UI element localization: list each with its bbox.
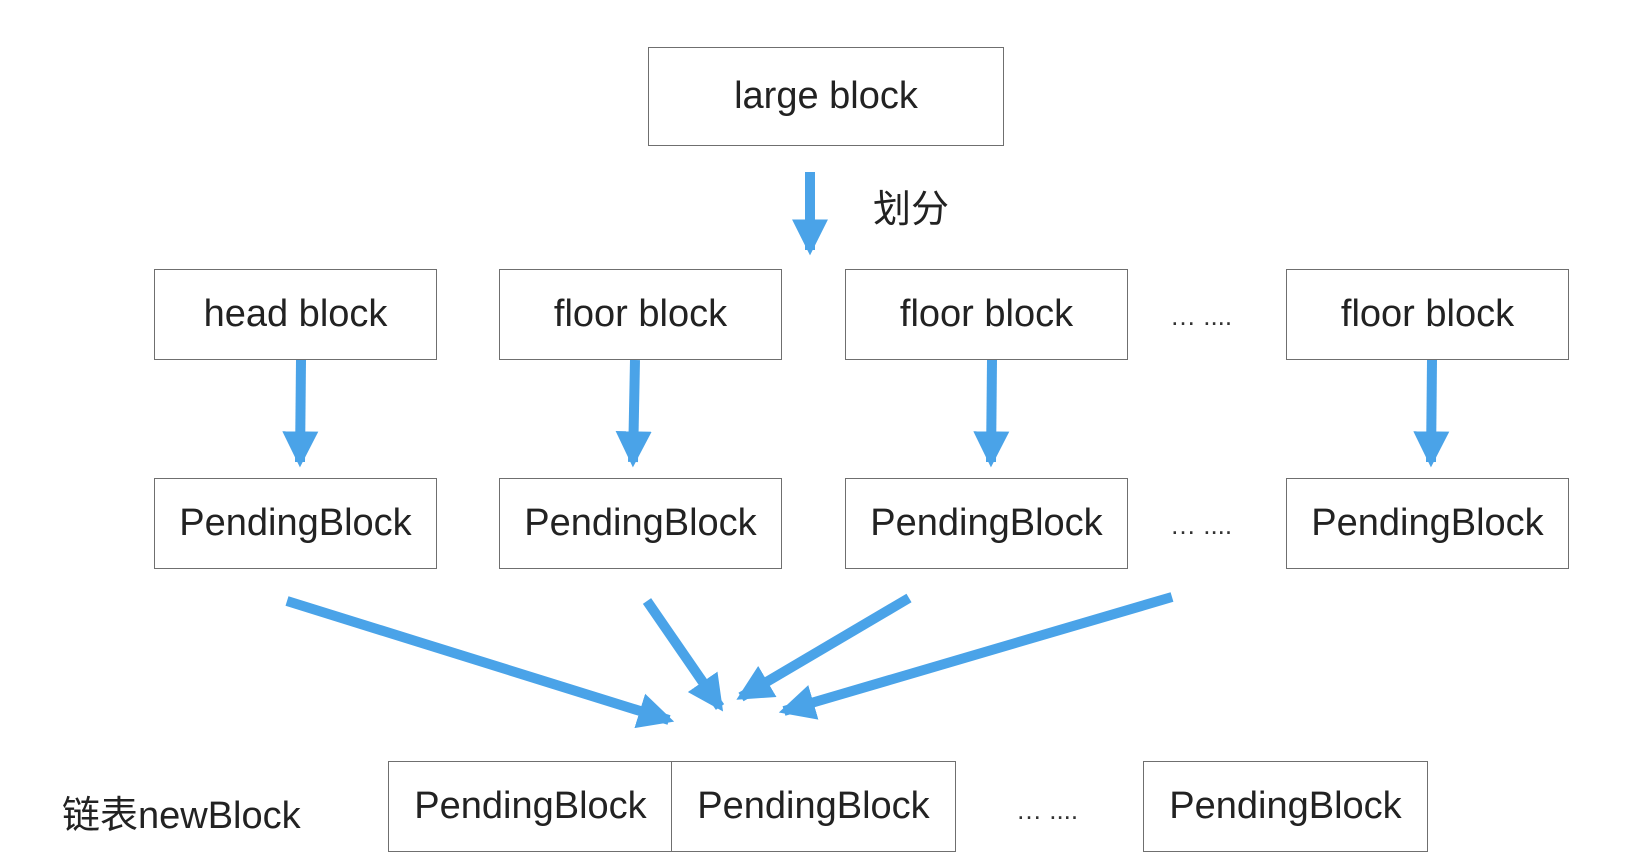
floor-block-box-2: floor block: [845, 269, 1128, 360]
large-block-box: large block: [648, 47, 1004, 146]
arrow-floor1-to-pending: [615, 359, 652, 468]
pending-block-label: PendingBlock: [179, 502, 412, 544]
list-label: 链表newBlock: [62, 795, 301, 837]
pending-block-label: PendingBlock: [414, 785, 647, 827]
pending-block-box-3: PendingBlock: [845, 478, 1128, 569]
split-label: 划分: [873, 189, 950, 231]
head-block-label: head block: [203, 293, 388, 335]
arrow-pending2-to-list: [642, 598, 725, 712]
arrow-floor3-to-pending: [1413, 359, 1450, 468]
arrow-pending4-to-list: [778, 592, 1174, 720]
list-pending-block-box-1: PendingBlock: [388, 761, 673, 852]
floor-block-box-3: floor block: [1286, 269, 1569, 360]
list-pending-block-box-2: PendingBlock: [671, 761, 956, 852]
pending-block-label: PendingBlock: [697, 785, 930, 827]
arrow-floor2-to-pending: [973, 359, 1010, 468]
large-block-label: large block: [734, 75, 918, 117]
pending-block-box-2: PendingBlock: [499, 478, 782, 569]
list-ellipsis: … ....: [1016, 795, 1079, 825]
floor-block-label: floor block: [553, 293, 728, 335]
pending-block-box-4: PendingBlock: [1286, 478, 1569, 569]
row1-ellipsis: … ....: [1170, 301, 1233, 331]
floor-block-box-1: floor block: [499, 269, 782, 360]
pending-block-label: PendingBlock: [870, 502, 1103, 544]
arrow-pending1-to-list: [285, 596, 675, 729]
arrow-pending3-to-list: [736, 593, 912, 702]
head-block-box: head block: [154, 269, 437, 360]
row2-ellipsis: … ....: [1170, 510, 1233, 540]
pending-block-label: PendingBlock: [1169, 785, 1402, 827]
arrow-head-to-pending: [282, 359, 319, 468]
floor-block-label: floor block: [899, 293, 1074, 335]
pending-block-label: PendingBlock: [524, 502, 757, 544]
pending-block-label: PendingBlock: [1311, 502, 1544, 544]
list-pending-block-box-3: PendingBlock: [1143, 761, 1428, 852]
pending-block-box-1: PendingBlock: [154, 478, 437, 569]
floor-block-label: floor block: [1340, 293, 1515, 335]
